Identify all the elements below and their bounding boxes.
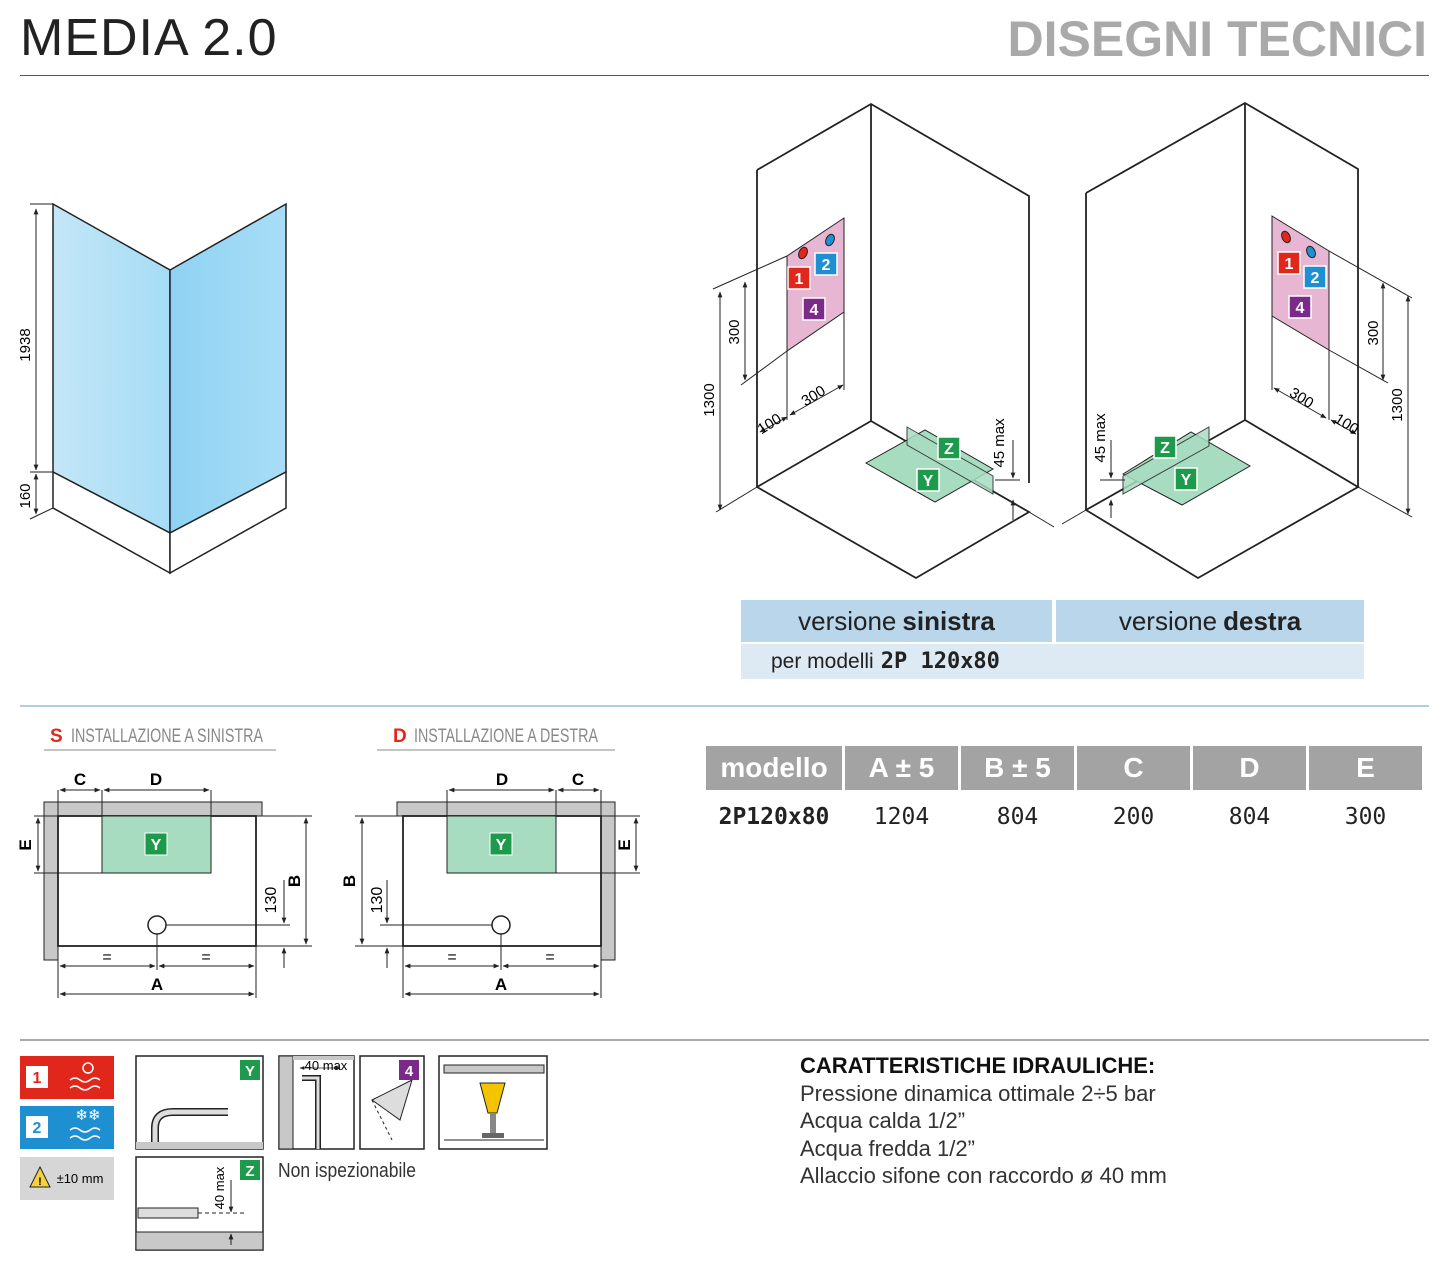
svg-text:300: 300 <box>726 319 743 344</box>
svg-text:D: D <box>496 770 508 789</box>
svg-text:4: 4 <box>1296 300 1305 317</box>
spec-table: modello A ± 5 B ± 5 C D E 2P120x80 1204 … <box>703 746 1425 844</box>
svg-text:D: D <box>150 770 162 789</box>
svg-text:B: B <box>340 875 359 887</box>
wall-diagram-left <box>756 102 1055 580</box>
svg-text:=: = <box>447 949 456 966</box>
svg-text:A: A <box>495 975 507 994</box>
svg-text:Z: Z <box>944 441 954 458</box>
svg-text:1300: 1300 <box>1389 388 1406 421</box>
legend: 1 2 ❄❄ ! ±10 mm Y 40 max Z <box>20 1055 548 1251</box>
svg-text:1: 1 <box>1285 256 1294 273</box>
svg-text:=: = <box>102 949 111 966</box>
svg-text:C: C <box>572 770 584 789</box>
svg-text:=: = <box>545 949 554 966</box>
svg-text:45 max: 45 max <box>1092 413 1109 463</box>
svg-text:B: B <box>285 875 304 887</box>
install-left-plan: S INSTALLAZIONE A SINISTRA Y C D E B 130 <box>16 726 312 998</box>
svg-text:Y: Y <box>1181 472 1192 489</box>
svg-text:❄❄: ❄❄ <box>75 1107 100 1124</box>
svg-text:INSTALLAZIONE A DESTRA: INSTALLAZIONE A DESTRA <box>414 726 598 747</box>
svg-text:2: 2 <box>33 1120 42 1137</box>
svg-text:300: 300 <box>1286 384 1316 412</box>
svg-text:Y: Y <box>245 1063 255 1080</box>
col-e: E <box>1309 746 1422 790</box>
svg-text:Y: Y <box>496 837 507 854</box>
svg-text:Y: Y <box>151 837 162 854</box>
hydraulic-title: CARATTERISTICHE IDRAULICHE: <box>800 1053 1156 1078</box>
col-b: B ± 5 <box>961 746 1074 790</box>
svg-text:C: C <box>74 770 86 789</box>
wall-right-plumbing: 300 1300 300 100 1 2 4 Z Y 45 max <box>1092 215 1413 518</box>
svg-text:S: S <box>50 726 63 747</box>
col-modello: modello <box>706 746 842 790</box>
svg-text:E: E <box>16 839 35 850</box>
header-divider <box>20 75 1429 76</box>
svg-text:2: 2 <box>822 257 831 274</box>
svg-text:40 max: 40 max <box>212 1166 227 1209</box>
product-title: MEDIA 2.0 <box>20 9 278 67</box>
svg-text:=: = <box>201 949 210 966</box>
hydraulic-line: Allaccio sifone con raccordo ø 40 mm <box>800 1163 1167 1188</box>
svg-text:Non ispezionabile: Non ispezionabile <box>278 1160 416 1182</box>
svg-text:1300: 1300 <box>701 383 718 416</box>
svg-text:Z: Z <box>245 1163 254 1180</box>
svg-text:4: 4 <box>405 1063 414 1080</box>
hydraulic-line: Acqua calda 1/2” <box>800 1108 966 1133</box>
section-title: DISEGNI TECNICI <box>1007 11 1427 67</box>
svg-text:Y: Y <box>923 473 934 490</box>
enclosure-drawing: 1938 160 <box>17 202 287 575</box>
svg-text:45 max: 45 max <box>991 418 1008 468</box>
models-bar: per modelli 2P 120x80 <box>741 644 1364 679</box>
table-row: 2P120x80 1204 804 200 804 300 <box>718 804 1387 830</box>
wall-left-plumbing: 300 1300 100 300 1 2 4 Z Y 45 max <box>701 217 1020 520</box>
svg-text:1: 1 <box>795 271 804 288</box>
dim-1938: 1938 <box>17 328 34 361</box>
col-d: D <box>1193 746 1306 790</box>
svg-text:40 max: 40 max <box>305 1058 348 1073</box>
svg-text:100: 100 <box>1331 410 1361 438</box>
svg-text:A: A <box>151 975 163 994</box>
dim-160: 160 <box>17 483 34 508</box>
svg-text:4: 4 <box>810 302 819 319</box>
svg-text:±10 mm: ±10 mm <box>57 1171 104 1186</box>
svg-text:130: 130 <box>263 887 280 914</box>
svg-text:Z: Z <box>1160 440 1170 457</box>
svg-text:130: 130 <box>369 887 386 914</box>
svg-text:1: 1 <box>33 1070 42 1087</box>
svg-text:100: 100 <box>754 410 784 438</box>
hydraulic-specs: CARATTERISTICHE IDRAULICHE: Pressione di… <box>800 1052 1167 1190</box>
col-a: A ± 5 <box>845 746 958 790</box>
svg-text:E: E <box>615 839 634 850</box>
install-right-plan: D INSTALLAZIONE A DESTRA Y D C E B 130 <box>340 726 640 998</box>
svg-text:300: 300 <box>798 382 828 410</box>
svg-text:INSTALLAZIONE A SINISTRA: INSTALLAZIONE A SINISTRA <box>71 726 263 747</box>
col-c: C <box>1077 746 1190 790</box>
hydraulic-line: Pressione dinamica ottimale 2÷5 bar <box>800 1080 1156 1106</box>
svg-text:300: 300 <box>1365 320 1382 345</box>
svg-text:!: ! <box>38 1176 42 1188</box>
hydraulic-line: Acqua fredda 1/2” <box>800 1135 975 1161</box>
svg-text:D: D <box>393 726 407 747</box>
svg-text:2: 2 <box>1311 270 1320 287</box>
